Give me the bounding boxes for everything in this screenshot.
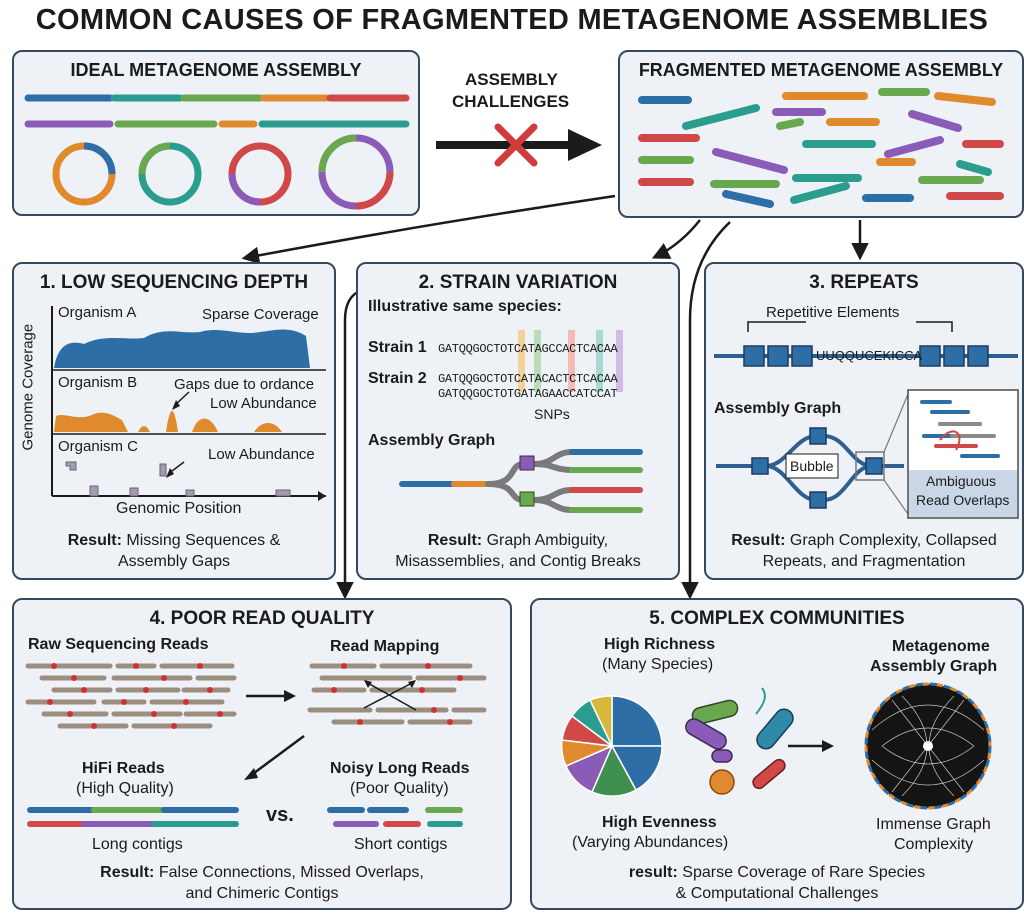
hifi-sublabel: (High Quality)	[76, 780, 174, 797]
short-contigs-label: Short contigs	[354, 836, 448, 853]
result-text-2: and Chimeric Contigs	[185, 885, 339, 902]
read-quality-illustration	[25, 663, 487, 827]
ideal-contigs-illustration	[24, 94, 410, 210]
panel-5-title: 5. COMPLEX COMMUNITIES	[649, 608, 905, 629]
result-text-2: Repeats, and Fragmentation	[762, 553, 966, 570]
y-axis-label: Genome Coverage	[19, 323, 37, 451]
panel-3-result: Result: Graph Complexity, Collapsed Repe…	[706, 530, 1022, 572]
result-text-2: & Computational Challenges	[675, 885, 879, 902]
result-label: Result:	[100, 864, 155, 881]
snps-label: SNPs	[534, 406, 570, 422]
assembly-graph-label: Assembly Graph	[714, 400, 842, 417]
organism-a-label: Organism A	[58, 304, 137, 321]
panel-complex-communities: 5. COMPLEX COMMUNITIES	[530, 598, 1024, 910]
ideal-assembly-panel: IDEAL METAGENOME ASSEMBLY	[12, 50, 420, 216]
graph-title-2: Assembly Graph	[870, 658, 998, 675]
low-abundance-label-2: Low Abundance	[208, 446, 315, 463]
fragment-pieces	[638, 88, 1004, 208]
ideal-assembly-title: IDEAL METAGENOME ASSEMBLY	[70, 60, 362, 80]
sparse-coverage-label: Sparse Coverage	[202, 306, 319, 323]
noisy-label: Noisy Long Reads	[330, 760, 470, 777]
vs-label: vs.	[266, 804, 294, 826]
strain-subtitle: Illustrative same species:	[368, 298, 562, 315]
repeat-sequence: UUQQUCEKICCA	[816, 348, 923, 363]
panel-repeats: 3. REPEATS	[704, 262, 1024, 580]
snp-highlights	[399, 330, 643, 513]
read-mapping-label: Read Mapping	[330, 638, 440, 655]
panel-3-title: 3. REPEATS	[809, 272, 919, 293]
result-text-2: Assembly Gaps	[117, 553, 231, 570]
panel-2-result: Result: Graph Ambiguity, Misassemblies, …	[358, 530, 678, 572]
result-text-1: Graph Complexity, Collapsed	[789, 532, 997, 549]
panel-1-title: 1. LOW SEQUENCING DEPTH	[39, 272, 309, 293]
panel-strain-variation: 2. STRAIN VARIATION Illustrative same sp…	[356, 262, 680, 580]
immense-label-2: Complexity	[894, 836, 974, 853]
richness-sublabel: (Many Species)	[602, 656, 714, 673]
panel-4-title: 4. POOR READ QUALITY	[149, 608, 375, 629]
gaps-label: Gaps due to ordance	[174, 376, 315, 393]
result-label: result:	[628, 864, 678, 881]
strain-2-sequence-b: GATQQGOCTOTGATAGAACCATCCAT	[438, 387, 618, 401]
fragmented-assembly-panel: FRAGMENTED METAGENOME ASSEMBLY	[618, 50, 1024, 218]
evenness-label: High Evenness	[602, 814, 717, 831]
coverage-plot	[51, 306, 326, 501]
bubble-label: Bubble	[790, 458, 834, 474]
evenness-sublabel: (Varying Abundances)	[572, 834, 729, 851]
organism-c-label: Organism C	[58, 438, 139, 455]
challenges-label-1: ASSEMBLY	[465, 70, 558, 89]
ambiguous-label-2: Read Overlaps	[916, 492, 1010, 508]
long-contigs-label: Long contigs	[92, 836, 183, 853]
graph-title-1: Metagenome	[892, 638, 990, 655]
panel-4-result: Result: False Connections, Missed Overla…	[14, 862, 510, 904]
result-text-1: Graph Ambiguity,	[486, 532, 609, 549]
panel-5-result: result: Sparse Coverage of Rare Species …	[532, 862, 1022, 904]
strain-1-label: Strain 1	[368, 339, 427, 356]
x-axis-label: Genomic Position	[116, 500, 242, 517]
panel-2-title: 2. STRAIN VARIATION	[418, 272, 618, 293]
repetitive-elements-label: Repetitive Elements	[766, 304, 900, 321]
result-text-1: False Connections, Missed Overlaps,	[158, 864, 424, 881]
result-label: Result:	[427, 532, 483, 549]
immense-label-1: Immense Graph	[876, 816, 991, 833]
panel-poor-read-quality: 4. POOR READ QUALITY	[12, 598, 512, 910]
richness-label: High Richness	[604, 636, 716, 653]
panel-1-result: Result: Missing Sequences & Assembly Gap…	[14, 530, 334, 572]
communities-illustration	[560, 682, 992, 810]
noisy-sublabel: (Poor Quality)	[350, 780, 449, 797]
panel-low-sequencing-depth: 1. LOW SEQUENCING DEPTH Genome Coverage …	[12, 262, 336, 580]
organism-b-label: Organism B	[58, 374, 138, 391]
challenges-arrow	[436, 123, 602, 167]
result-text-1: Missing Sequences &	[126, 532, 281, 549]
result-text-1: Sparse Coverage of Rare Species	[682, 864, 926, 881]
cross-icon	[494, 123, 538, 167]
result-label: Result:	[731, 532, 786, 549]
strain-1-sequence: GATQQGOCTOTCATAGCCACTCACAA	[438, 342, 618, 356]
page-title: COMMON CAUSES OF FRAGMENTED METAGENOME A…	[35, 4, 989, 36]
assembly-graph-label: Assembly Graph	[368, 432, 496, 449]
low-abundance-label-1: Low Abundance	[210, 395, 317, 412]
challenges-label-2: CHALLENGES	[452, 92, 570, 111]
hifi-label: HiFi Reads	[82, 760, 165, 777]
repeats-illustration	[714, 321, 1019, 519]
result-label: Result:	[67, 532, 122, 549]
raw-reads-label: Raw Sequencing Reads	[28, 636, 209, 653]
result-text-2: Misassemblies, and Contig Breaks	[395, 553, 641, 570]
strain-2-sequence: GATQQGOCTOTCATACACTCTCACAA	[438, 372, 618, 386]
fragmented-assembly-title: FRAGMENTED METAGENOME ASSEMBLY	[638, 60, 1004, 80]
strain-2-label: Strain 2	[368, 370, 427, 387]
ambiguous-label-1: Ambiguous	[926, 473, 997, 489]
